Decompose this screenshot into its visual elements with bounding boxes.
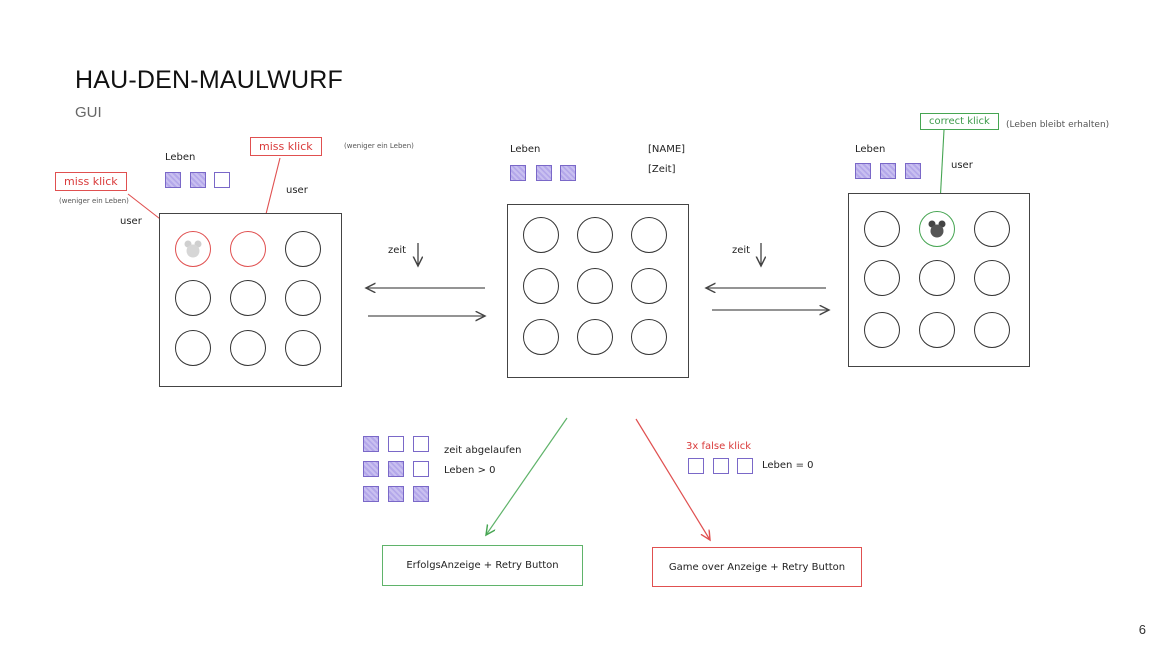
hole-left-2-2[interactable] [230,280,266,316]
hole-left-1-3[interactable] [285,231,321,267]
bottom-life-3-1 [363,486,379,502]
hole-mid-1-3[interactable] [631,217,667,253]
leben-eq-zero-label: Leben = 0 [762,460,814,471]
hole-left-2-1[interactable] [175,280,211,316]
false-klick-label: 3x false klick [686,441,752,452]
hole-right-3-1[interactable] [864,312,900,348]
gameover-life-2 [713,458,729,474]
left-life-2 [190,172,206,188]
left-leben-label: Leben [165,152,196,163]
arrow-success [486,417,568,535]
hole-right-2-1[interactable] [864,260,900,296]
hole-mid-1-1[interactable] [523,217,559,253]
right-life-3 [905,163,921,179]
left-user-label-a: user [286,185,308,196]
player-name-placeholder: [NAME] [648,144,686,155]
middle-life-3 [560,165,576,181]
hole-left-3-1[interactable] [175,330,211,366]
success-retry-label: ErfolgsAnzeige + Retry Button [406,560,559,571]
timer-placeholder: [Zeit] [648,164,676,175]
leben-gt-zero-label: Leben > 0 [444,465,496,476]
middle-life-2 [536,165,552,181]
bottom-life-2-2 [388,461,404,477]
gameover-retry-label: Game over Anzeige + Retry Button [668,561,846,573]
hole-mid-3-2[interactable] [577,319,613,355]
left-life-1 [165,172,181,188]
hole-right-1-2[interactable] [919,211,955,247]
gameover-life-3 [737,458,753,474]
miss-klick-tag-2: miss klick [250,137,322,156]
right-user-label: user [951,160,973,171]
correct-klick-note: (Leben bleibt erhalten) [1006,120,1110,130]
hole-right-2-3[interactable] [974,260,1010,296]
mole-faded-icon [184,240,202,258]
game-board-middle [507,204,689,378]
bottom-life-1-1 [363,436,379,452]
left-user-label-b: user [120,216,142,227]
hole-mid-2-2[interactable] [577,268,613,304]
gameover-life-1 [688,458,704,474]
mole-icon [928,220,946,238]
hole-mid-3-1[interactable] [523,319,559,355]
zeit-abgelaufen-label: zeit abgelaufen [444,445,522,456]
arrow-gameover [635,418,710,540]
hole-mid-2-3[interactable] [631,268,667,304]
right-leben-label: Leben [855,144,886,155]
bottom-life-1-3 [413,436,429,452]
bottom-life-2-3 [413,461,429,477]
miss-klick-tag-1: miss klick [55,172,127,191]
hole-left-1-2[interactable] [230,231,266,267]
gameover-retry-box[interactable]: Game over Anzeige + Retry Button [652,547,862,587]
slide-title: HAU-DEN-MAULWURF [75,66,343,94]
hole-left-3-2[interactable] [230,330,266,366]
hole-left-2-3[interactable] [285,280,321,316]
hole-left-1-1[interactable] [175,231,211,267]
slide-subtitle: GUI [75,104,102,121]
success-retry-box[interactable]: ErfolgsAnzeige + Retry Button [382,545,583,586]
right-life-1 [855,163,871,179]
bottom-life-3-3 [413,486,429,502]
middle-life-1 [510,165,526,181]
hole-mid-3-3[interactable] [631,319,667,355]
zeit-label-right: zeit [732,245,751,256]
bottom-life-2-1 [363,461,379,477]
hole-right-2-2[interactable] [919,260,955,296]
hole-right-3-3[interactable] [974,312,1010,348]
correct-klick-tag: correct klick [920,113,999,130]
bottom-life-3-2 [388,486,404,502]
hole-right-3-2[interactable] [919,312,955,348]
hole-mid-1-2[interactable] [577,217,613,253]
hole-right-1-3[interactable] [974,211,1010,247]
zeit-label-left: zeit [388,245,407,256]
hole-left-3-3[interactable] [285,330,321,366]
miss-klick-note-1: (weniger ein Leben) [59,197,129,205]
page-number: 6 [1138,622,1146,637]
hole-right-1-1[interactable] [864,211,900,247]
left-life-3 [214,172,230,188]
miss-klick-note-2: (weniger ein Leben) [344,142,414,150]
game-board-right [848,193,1030,367]
game-board-left [159,213,342,387]
hole-mid-2-1[interactable] [523,268,559,304]
right-life-2 [880,163,896,179]
middle-leben-label: Leben [510,144,541,155]
bottom-life-1-2 [388,436,404,452]
